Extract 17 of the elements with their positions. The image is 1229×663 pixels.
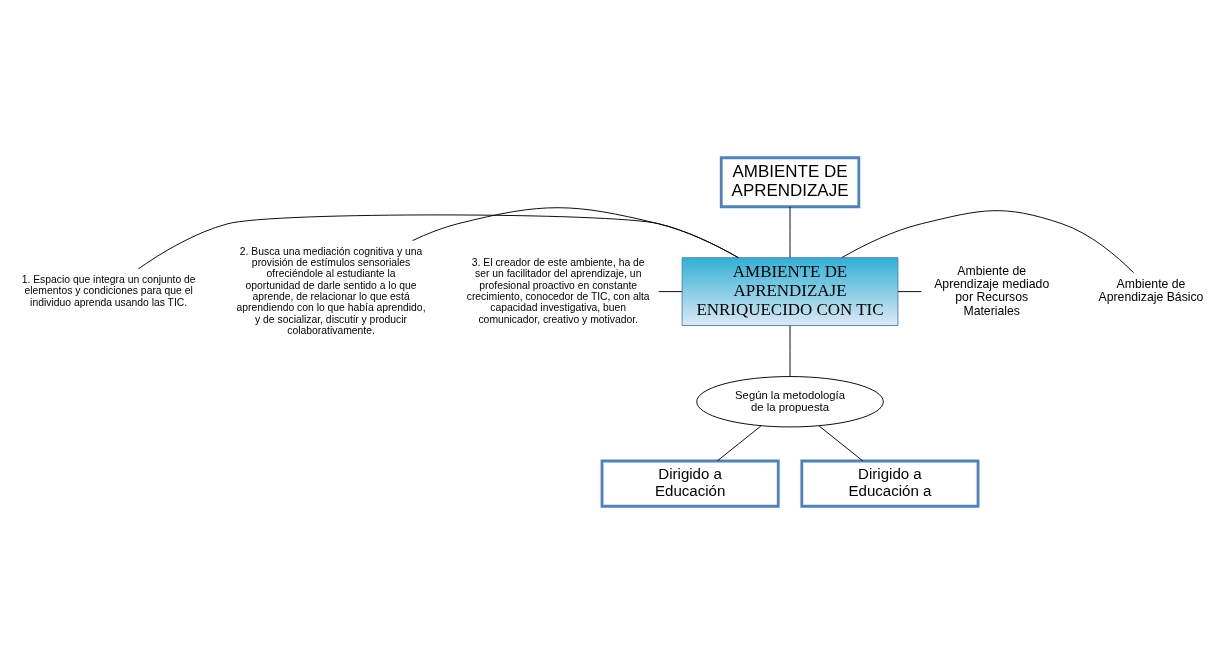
connector (818, 425, 864, 461)
node-box: Dirigido a Educación (600, 459, 780, 508)
node-text: Ambiente de Aprendizaje Básico (1098, 276, 1204, 304)
connector (789, 324, 791, 377)
node-text: 2. Busca una mediación cognitiva y una provisión de estímulos sensoriales ofreciéndole al estudiante la oportunidad de darle sentido a lo que aprende, de relacionar lo que está aprendiendo con lo que había aprendido, y de socializar, discutir y producir colaborativamente. (236, 245, 426, 336)
connector (412, 206, 739, 258)
node-text: 1. Espacio que integra un conjunto de elementos y condiciones para que el individuo aprenda usando las TIC. (21, 273, 196, 308)
node-box: Dirigido a Educación a (800, 459, 980, 508)
connector (658, 290, 683, 292)
node-box: AMBIENTE DE APRENDIZAJE ENRIQUECIDO CON TIC (681, 256, 899, 326)
connector (716, 425, 762, 461)
node-text: Ambiente de Aprendizaje mediado por Recursos Materiales (934, 263, 1050, 318)
connector (897, 290, 922, 292)
node-ellipse: Según la metodología de la propuesta (696, 375, 884, 427)
node-box: AMBIENTE DE APRENDIZAJE (719, 155, 861, 208)
node-text: 3. El creador de este ambiente, ha de ser un facilitador del aprendizaje, un profesional proactivo en constante crecimiento, conocedor de TIC, con alta capacidad investigativa, buen comunicador, creativo y motivador. (466, 256, 650, 325)
connector (841, 209, 1135, 273)
